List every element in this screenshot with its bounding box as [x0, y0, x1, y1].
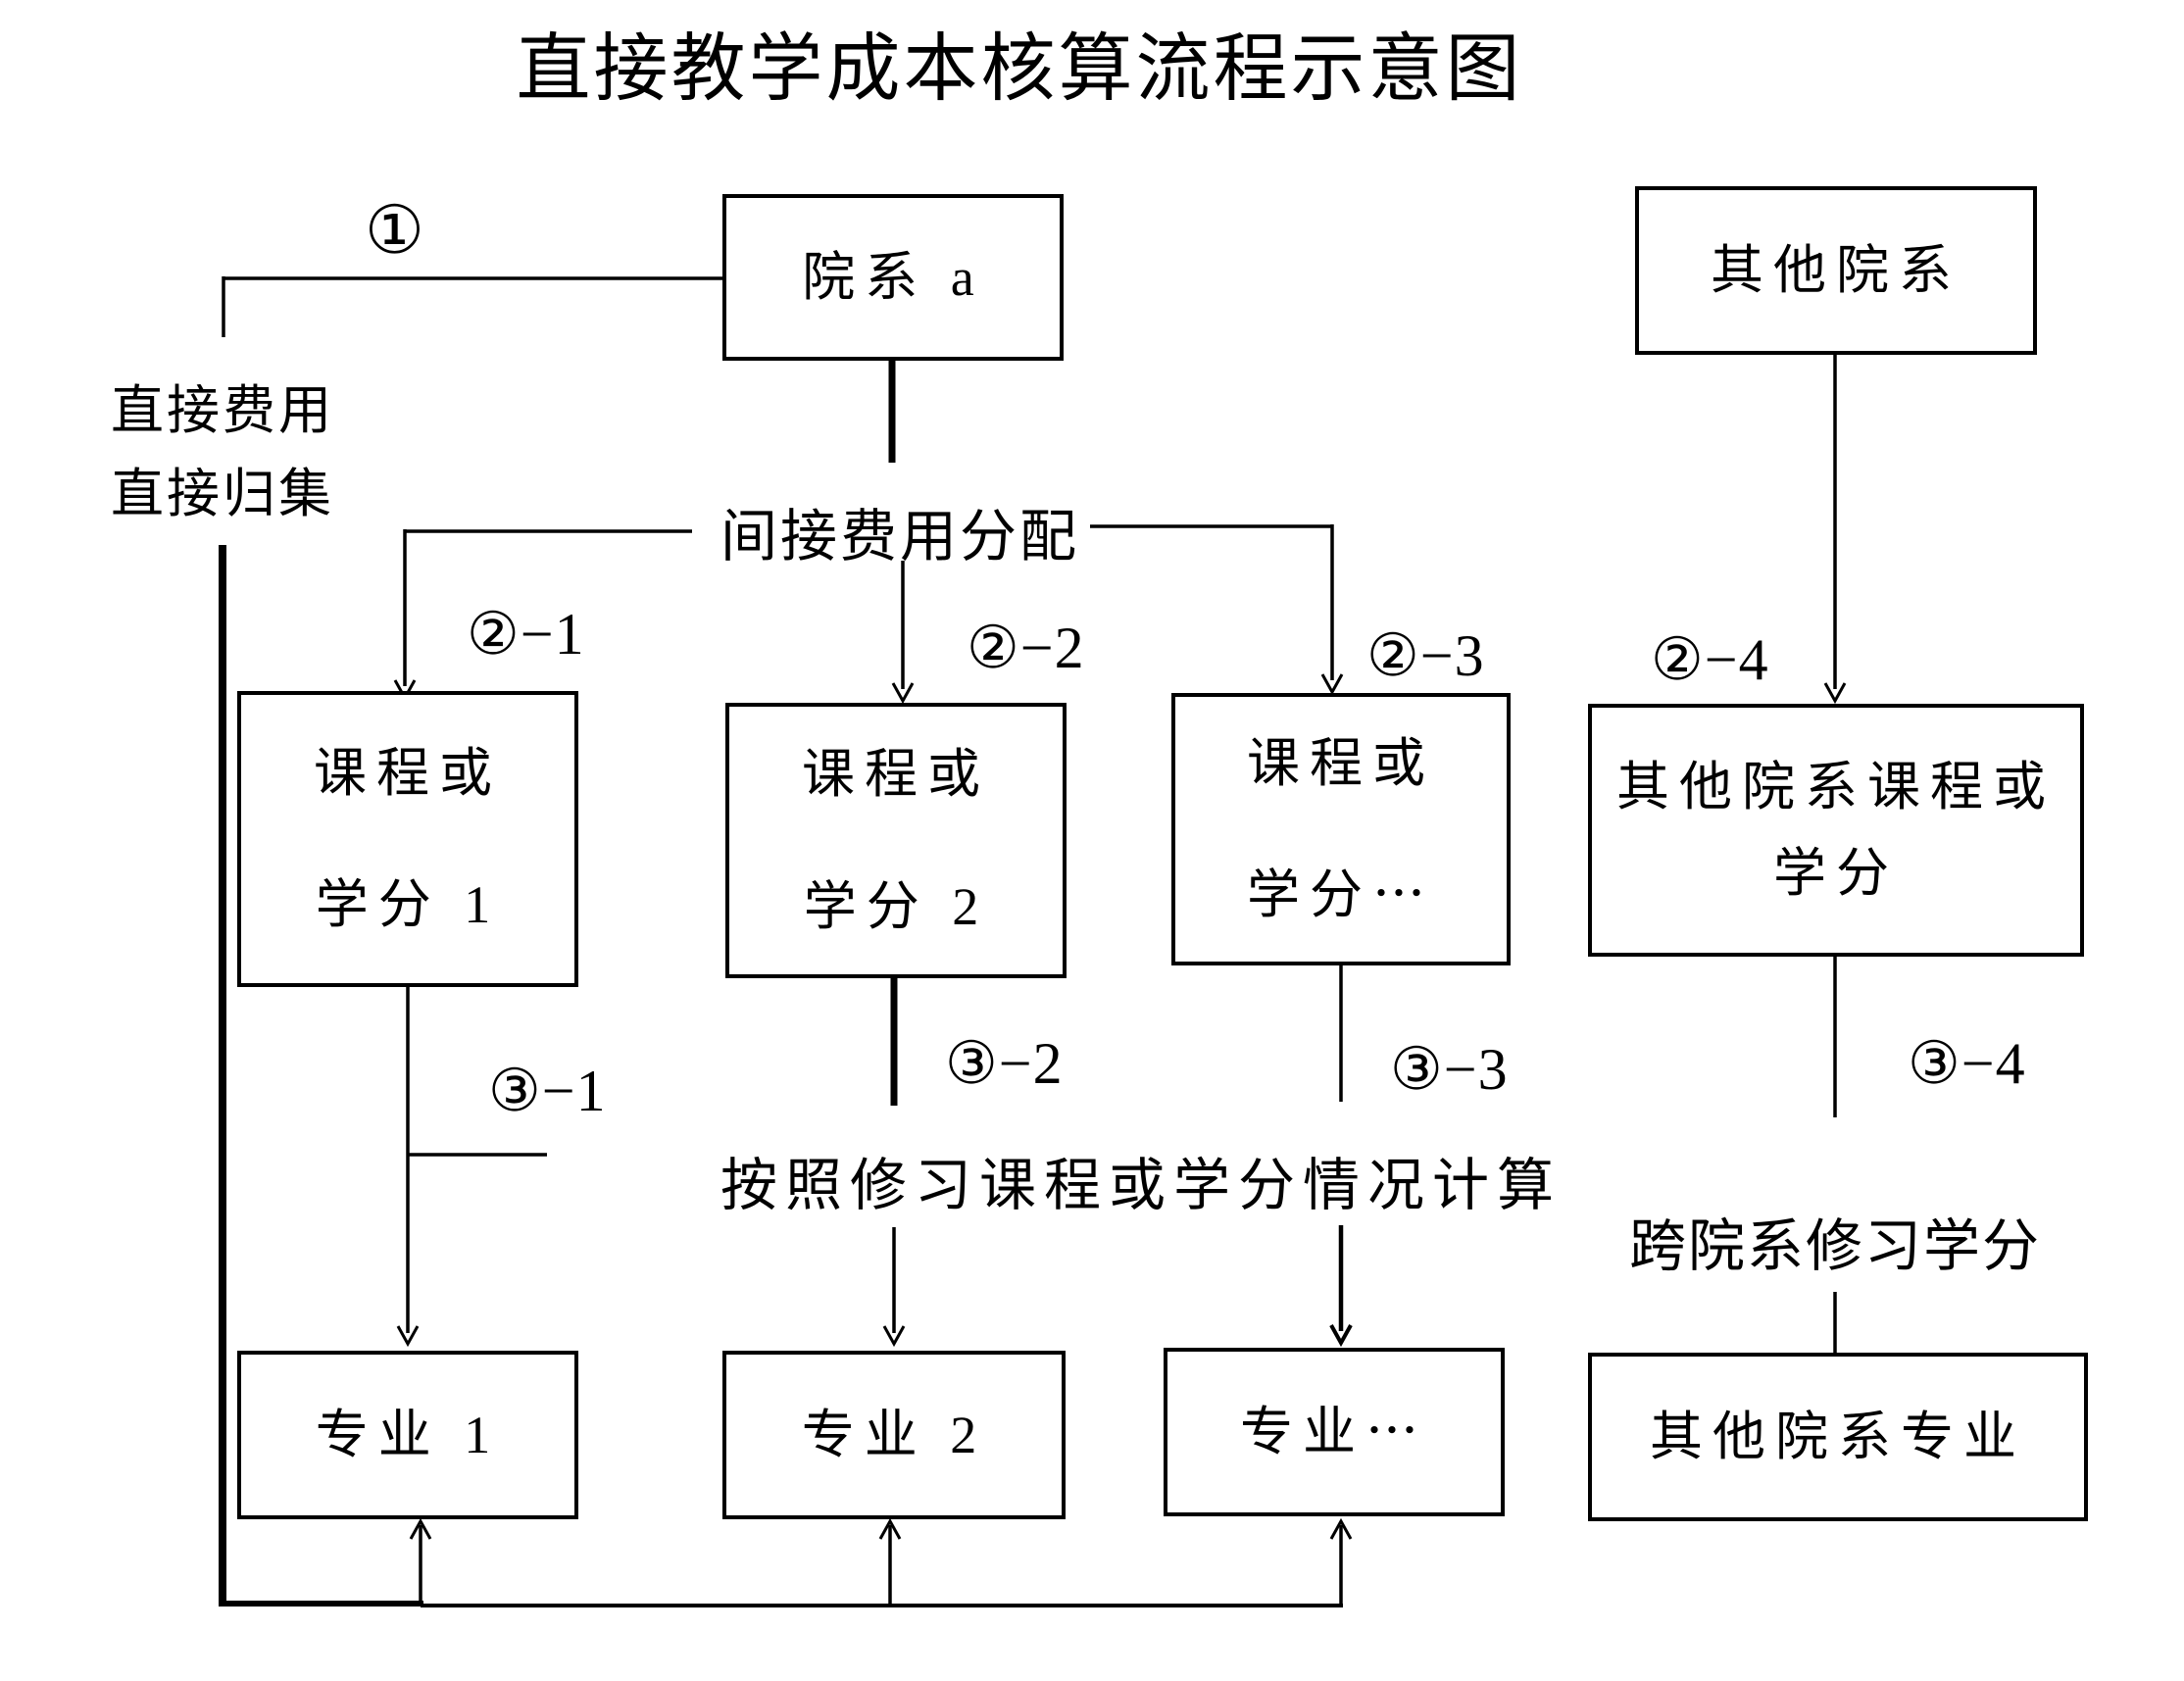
label-indirect-alloc: 间接费用分配	[720, 505, 1080, 569]
node-course2-line2: 学分 2	[803, 876, 989, 936]
node-other-major-label: 其他院系专业	[1650, 1407, 2026, 1466]
node-major3: 专业⋯	[1164, 1348, 1505, 1516]
label-step-3-4: ③−4	[1908, 1031, 2026, 1096]
node-major1: 专业 1	[237, 1351, 578, 1519]
diagram-title: 直接教学成本核算流程示意图	[516, 28, 1523, 111]
node-other-major: 其他院系专业	[1588, 1353, 2088, 1521]
node-course3-line2: 学分⋯	[1247, 865, 1435, 924]
node-course1-line2: 学分 1	[315, 875, 501, 934]
label-calc-note: 按照修习课程或学分情况计算	[720, 1154, 1563, 1217]
node-course1: 课程或 学分 1	[237, 691, 578, 987]
label-cross-dept-note: 跨院系修习学分	[1629, 1214, 2042, 1278]
label-step-3-2: ③−2	[945, 1031, 1064, 1096]
node-major2-label: 专业 2	[801, 1405, 987, 1464]
label-step-1: ①	[365, 193, 427, 268]
label-step-2-3: ②−3	[1366, 623, 1485, 688]
node-course3: 课程或 学分⋯	[1171, 693, 1511, 965]
arrow-up-major2-icon	[878, 1517, 902, 1540]
label-direct-fee-line2: 直接归集	[111, 465, 334, 523]
label-direct-fee-line1: 直接费用	[111, 381, 334, 440]
label-step-3-1: ③−1	[488, 1059, 607, 1123]
arrow-up-major3-icon	[1329, 1517, 1353, 1540]
arrow-down-course3-icon	[1320, 673, 1344, 696]
node-dept-a-label: 院系 a	[802, 247, 984, 307]
label-step-2-2: ②−2	[967, 616, 1085, 680]
node-other-course-line2: 学分	[1773, 844, 1899, 903]
arrow-down-major1-icon	[396, 1325, 420, 1348]
node-major3-label: 专业⋯	[1240, 1402, 1428, 1461]
arrow-up-major1-icon	[409, 1517, 432, 1540]
arrow-down-major3-icon	[1329, 1324, 1353, 1348]
label-step-3-3: ③−3	[1390, 1037, 1509, 1102]
node-dept-a: 院系 a	[722, 194, 1064, 361]
node-other-dept: 其他院系	[1635, 186, 2037, 355]
node-major1-label: 专业 1	[315, 1405, 501, 1464]
node-course3-line1: 课程或	[1247, 733, 1435, 793]
arrow-down-course2-icon	[891, 682, 915, 705]
node-course1-line1: 课程或	[314, 743, 502, 803]
node-other-course-line1: 其他院系课程或	[1616, 757, 2056, 816]
node-course2: 课程或 学分 2	[725, 703, 1067, 978]
node-other-course: 其他院系课程或 学分	[1588, 704, 2084, 957]
label-step-2-4: ②−4	[1651, 627, 1769, 692]
node-course2-line1: 课程或	[802, 745, 990, 805]
label-step-2-1: ②−1	[467, 602, 585, 667]
node-major2: 专业 2	[722, 1351, 1066, 1519]
arrow-down-major2-icon	[882, 1325, 906, 1348]
node-other-dept-label: 其他院系	[1711, 240, 1961, 300]
arrow-down-other-course-icon	[1823, 682, 1847, 705]
